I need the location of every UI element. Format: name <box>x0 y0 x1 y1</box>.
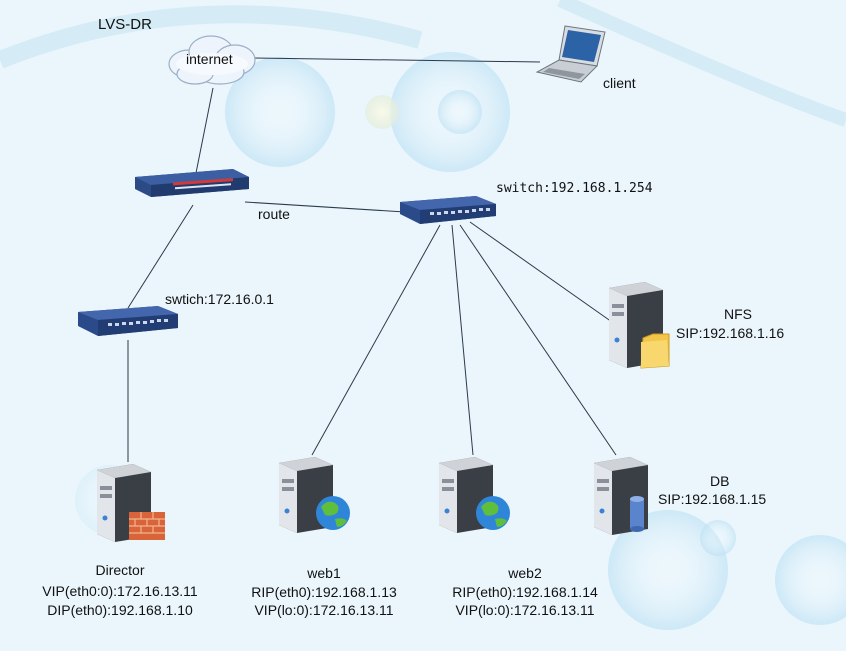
firewall-icon <box>129 512 165 540</box>
web1-name: web1 <box>307 565 341 581</box>
client-label: client <box>603 75 636 91</box>
globe-icon <box>476 496 510 530</box>
director-dip: DIP(eth0):192.168.1.10 <box>47 602 193 618</box>
globe-icon <box>316 496 350 530</box>
internet-label: internet <box>186 51 233 67</box>
web1-rip: RIP(eth0):192.168.1.13 <box>251 584 397 600</box>
nfs-ip: SIP:192.168.1.16 <box>676 325 785 341</box>
web2-server-icon <box>439 457 510 533</box>
director-server-icon <box>97 464 165 542</box>
db-ip: SIP:192.168.1.15 <box>658 491 767 507</box>
switch-front-icon <box>78 306 178 336</box>
link-switch-web1 <box>311 224 441 456</box>
web1-vip: VIP(lo:0):172.16.13.11 <box>254 602 394 618</box>
laptop-icon <box>535 25 606 83</box>
db-server-icon <box>594 457 648 535</box>
link-internet-client <box>249 57 541 63</box>
link-route-frontswitch <box>127 204 194 309</box>
diagram-title: LVS-DR <box>98 16 152 33</box>
web2-vip: VIP(lo:0):172.16.13.11 <box>455 602 595 618</box>
nfs-server-icon <box>609 282 670 369</box>
link-internet-route <box>194 87 214 179</box>
router-icon <box>135 169 249 197</box>
link-switch-nfs <box>469 221 613 323</box>
director-vip: VIP(eth0:0):172.16.13.11 <box>42 583 198 599</box>
director-name: Director <box>95 562 145 578</box>
link-switch-db <box>459 224 617 456</box>
link-route-switch <box>244 201 406 213</box>
web2-name: web2 <box>508 565 542 581</box>
web2-rip: RIP(eth0):192.168.1.14 <box>452 584 598 600</box>
switch-main-label: switch:192.168.1.254 <box>496 181 653 196</box>
db-name: DB <box>710 473 730 489</box>
switch-main-icon <box>400 196 496 224</box>
web1-server-icon <box>279 457 350 533</box>
nfs-name: NFS <box>724 306 752 322</box>
link-switch-web2 <box>451 224 474 456</box>
internet-cloud-icon <box>168 35 256 85</box>
switch-front-label: swtich:172.16.0.1 <box>165 291 274 307</box>
route-label: route <box>258 206 290 222</box>
